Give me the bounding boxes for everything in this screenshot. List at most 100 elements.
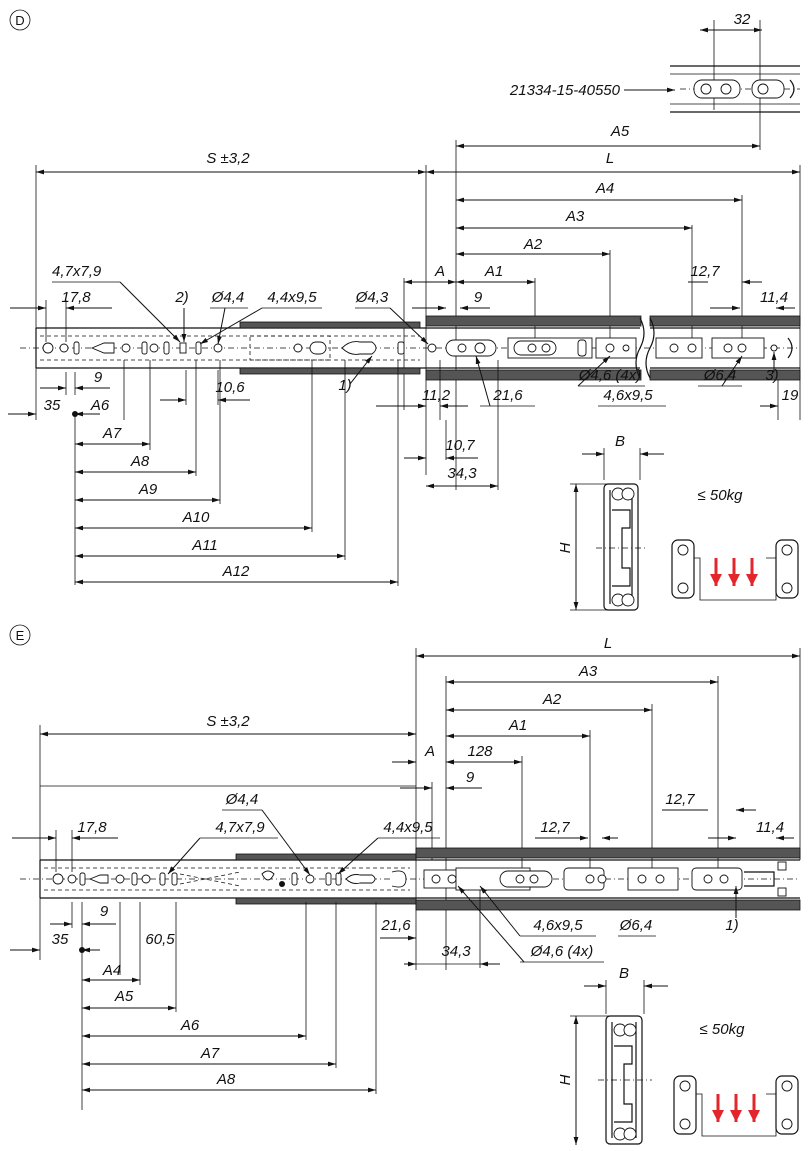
dim-a6: A6 xyxy=(180,1017,200,1034)
rail-profile-icon xyxy=(596,483,648,611)
dim-10-7: 10,7 xyxy=(445,437,475,454)
dim-a5: A5 xyxy=(610,123,630,140)
dim-19: 19 xyxy=(782,387,799,404)
dim-17-8: 17,8 xyxy=(61,289,91,306)
dim-a11: A11 xyxy=(191,537,218,554)
dim-9-top: 9 xyxy=(466,769,475,786)
view-e-load: ≤ 50kg xyxy=(673,1021,799,1137)
view-d-a-chain: A6 A7 A8 A9 A10 A11 A12 xyxy=(74,360,399,586)
view-d-profile: B H xyxy=(557,433,664,611)
dim-a: A xyxy=(424,743,435,760)
dim-a1: A1 xyxy=(508,717,527,734)
detail-part-number: 32 21334-15-40550 xyxy=(509,11,800,150)
dim-128: 128 xyxy=(467,743,493,760)
view-e-rail xyxy=(20,847,801,911)
dim-35: 35 xyxy=(44,397,61,414)
note-3: 3) xyxy=(765,367,778,384)
dim-60-5: 60,5 xyxy=(145,931,175,948)
part-number: 21334-15-40550 xyxy=(509,82,621,99)
dim-a7: A7 xyxy=(200,1045,220,1062)
dim-17-8: 17,8 xyxy=(77,819,107,836)
dim-4-4x9-5: 4,4x9,5 xyxy=(267,289,317,306)
dim-d6-4: Ø6,4 xyxy=(703,367,737,384)
dim-12-7: 12,7 xyxy=(690,263,720,280)
view-d-label: D xyxy=(15,13,24,28)
dim-b: B xyxy=(619,965,629,982)
dim-4-6x9-5: 4,6x9,5 xyxy=(603,387,653,404)
dim-34-3: 34,3 xyxy=(441,943,471,960)
dim-d4-6-4x: Ø4,6 (4x) xyxy=(578,367,642,384)
view-e-upper-callouts: Ø4,4 17,8 4,7x7,9 4,4x9,5 xyxy=(12,791,440,876)
view-e-profile: B H xyxy=(557,965,668,1145)
dim-d4-3: Ø4,3 xyxy=(355,289,389,306)
dim-11-2: 11,2 xyxy=(422,387,451,404)
dim-9-left: 9 xyxy=(94,369,103,386)
dim-s: S ±3,2 xyxy=(206,150,250,167)
dim-4-7x7-9: 4,7x7,9 xyxy=(52,263,102,280)
view-e-lower-callouts: 9 35 60,5 21,6 34,3 4,6x9,5 Ø6,4 1) xyxy=(10,885,739,975)
view-e-label-circle xyxy=(9,624,31,646)
view-e-a-chain: A4 A5 A6 A7 A8 xyxy=(81,902,377,1110)
note-2: 2) xyxy=(174,289,188,306)
load-arrows-icon xyxy=(671,539,799,601)
view-d-top-dimensions: A5 S ±3,2 L A4 A3 A2 A A1 9 12,7 11,4 xyxy=(36,123,800,311)
dim-a8: A8 xyxy=(216,1071,236,1088)
dim-4-6x9-5: 4,6x9,5 xyxy=(533,917,583,934)
view-d-label-circle xyxy=(9,9,31,31)
dim-9-top: 9 xyxy=(474,289,483,306)
dim-a12: A12 xyxy=(222,563,250,580)
dim-4-7x7-9: 4,7x7,9 xyxy=(215,819,265,836)
dim-d4-4: Ø4,4 xyxy=(211,289,245,306)
dim-9-left: 9 xyxy=(100,903,109,920)
load-rating: ≤ 50kg xyxy=(700,1021,746,1038)
view-e: E L A3 A2 S ±3,2 A1 A 128 9 12,7 11,4 xyxy=(9,624,801,1145)
load-arrows-icon xyxy=(673,1075,799,1137)
dim-a2: A2 xyxy=(523,236,543,253)
dim-top-spacing: 32 xyxy=(734,11,751,28)
dim-d4-4: Ø4,4 xyxy=(225,791,259,808)
dim-a3: A3 xyxy=(565,208,585,225)
dim-35: 35 xyxy=(52,931,69,948)
dim-a4: A4 xyxy=(102,962,121,979)
dim-a2: A2 xyxy=(542,691,562,708)
dim-a3: A3 xyxy=(578,663,598,680)
dim-a: A xyxy=(434,263,445,280)
view-d-rail xyxy=(20,315,801,381)
dim-h: H xyxy=(557,1074,574,1085)
dim-a9: A9 xyxy=(138,481,158,498)
dim-a7: A7 xyxy=(102,425,122,442)
dim-11-4: 11,4 xyxy=(760,289,788,306)
dim-12-7-mid: 12,7 xyxy=(540,819,570,836)
dim-a8: A8 xyxy=(130,453,150,470)
dim-10-6: 10,6 xyxy=(215,379,245,396)
dim-d4-6-4x: Ø4,6 (4x) xyxy=(530,943,594,960)
dim-d6-4: Ø6,4 xyxy=(619,917,653,934)
dim-s: S ±3,2 xyxy=(206,713,250,730)
view-d-upper-callouts: 4,7x7,9 17,8 2) Ø4,4 4,4x9,5 Ø4,3 xyxy=(10,263,429,345)
dim-l: L xyxy=(606,150,614,167)
dim-12-7-right: 12,7 xyxy=(665,791,695,808)
load-rating: ≤ 50kg xyxy=(698,487,744,504)
dim-b: B xyxy=(615,433,625,450)
view-d-extension-lines xyxy=(35,140,801,490)
dim-l: L xyxy=(604,635,612,652)
view-e-extension-lines xyxy=(39,648,801,970)
dim-a5: A5 xyxy=(114,988,134,1005)
view-d-load: ≤ 50kg xyxy=(671,487,799,601)
note-1: 1) xyxy=(725,917,738,934)
rail-profile-icon xyxy=(598,1015,652,1145)
dim-h: H xyxy=(557,542,574,553)
dim-11-4: 11,4 xyxy=(756,819,784,836)
view-d-lower-callouts: 1) 10,6 9 35 11,2 21,6 Ø4,6 (4x) xyxy=(8,352,799,490)
dim-a4: A4 xyxy=(595,180,614,197)
dim-34-3: 34,3 xyxy=(447,465,477,482)
dim-21-6: 21,6 xyxy=(380,917,411,934)
dim-a10: A10 xyxy=(182,509,210,526)
dim-21-6: 21,6 xyxy=(492,387,523,404)
view-e-top-dimensions: L A3 A2 S ±3,2 A1 A 128 9 12,7 11,4 xyxy=(40,635,800,841)
dim-a6: A6 xyxy=(90,397,110,414)
dim-4-4x9-5: 4,4x9,5 xyxy=(383,819,433,836)
view-d: D 32 21334-15-40550 A5 S ±3,2 xyxy=(8,9,801,611)
view-e-label: E xyxy=(16,628,25,643)
